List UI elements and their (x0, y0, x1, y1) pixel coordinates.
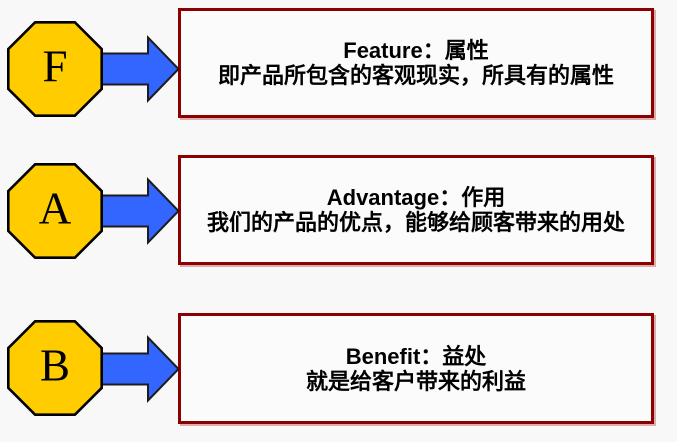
definition-title: Benefit：益处 (345, 343, 487, 369)
diagram-row-feature: F Feature：属性 即产品所包含的客观现实，所具有的属性 (0, 0, 677, 137)
definition-title: Feature：属性 (343, 38, 489, 63)
diagram-row-benefit: B Benefit：益处 就是给客户带来的利益 (0, 305, 677, 442)
diagram-row-advantage: A Advantage：作用 我们的产品的优点，能够给顾客带来的用处 (0, 147, 677, 284)
definition-description: 就是给客户带来的利益 (305, 368, 526, 394)
octagon-shape (6, 162, 103, 259)
definition-box-benefit: Benefit：益处 就是给客户带来的利益 (178, 313, 654, 424)
octagon-shape (6, 319, 103, 416)
octagon-shape (6, 20, 103, 117)
octagon-letter-a: A (38, 183, 72, 234)
definition-description: 即产品所包含的客观现实，所具有的属性 (217, 63, 614, 88)
right-arrow-icon (96, 35, 180, 103)
octagon-badge-feature: F (6, 20, 103, 117)
octagon-badge-advantage: A (6, 162, 103, 259)
octagon-letter-f: F (42, 41, 68, 92)
octagon-letter-b: B (39, 340, 71, 391)
right-arrow-icon (96, 335, 180, 403)
definition-title: Advantage：作用 (326, 185, 506, 210)
definition-box-advantage: Advantage：作用 我们的产品的优点，能够给顾客带来的用处 (178, 155, 654, 265)
octagon-badge-benefit: B (6, 319, 103, 416)
definition-description: 我们的产品的优点，能够给顾客带来的用处 (206, 210, 625, 235)
right-arrow-icon (96, 177, 180, 245)
definition-box-feature: Feature：属性 即产品所包含的客观现实，所具有的属性 (178, 8, 654, 118)
